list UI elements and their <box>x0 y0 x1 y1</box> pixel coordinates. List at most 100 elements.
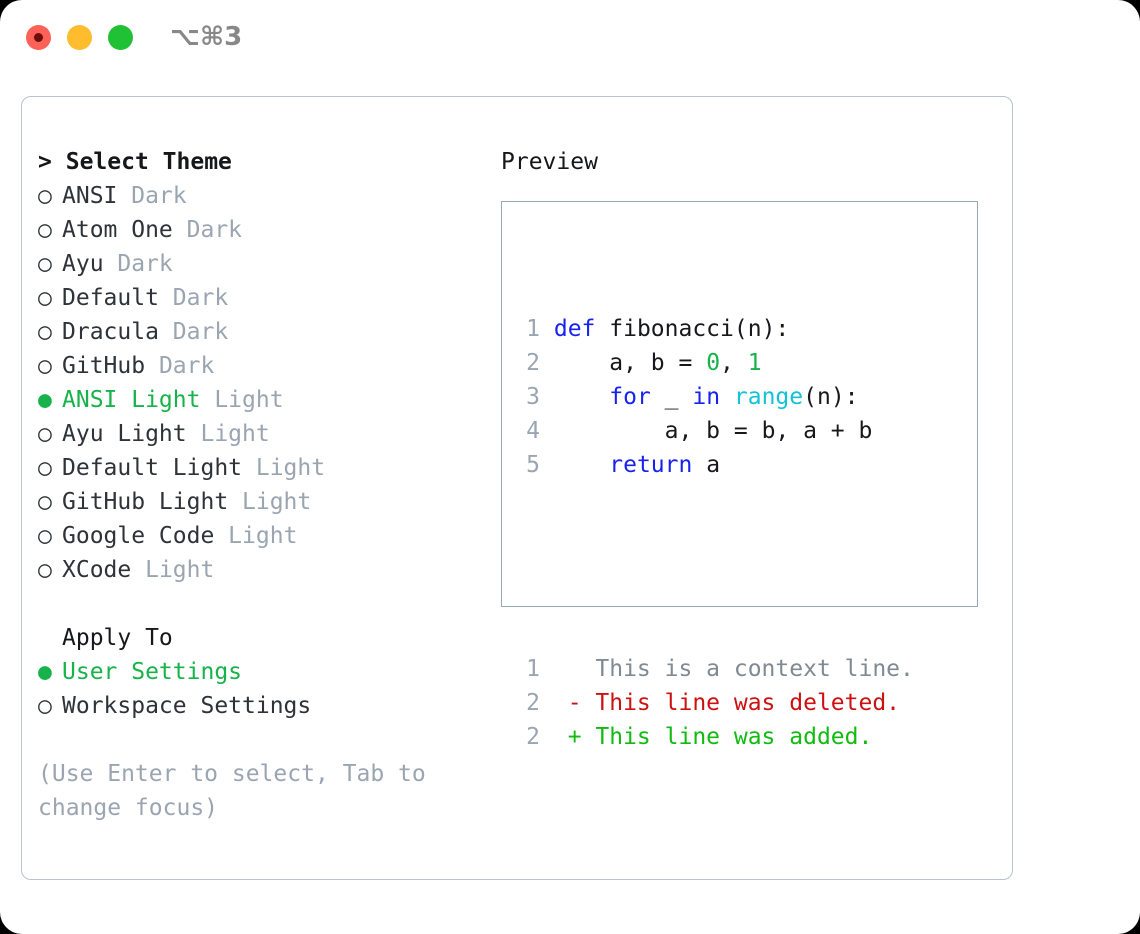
line-number: 2 <box>526 350 540 376</box>
theme-list-item[interactable]: ●ANSI Light Light <box>38 383 478 417</box>
hint-spacer <box>38 723 478 757</box>
radio-unselected-icon: ○ <box>38 489 52 515</box>
radio-unselected-icon: ○ <box>38 455 52 481</box>
line-number: 5 <box>526 452 540 478</box>
line-number: 2 <box>526 724 540 750</box>
keyboard-hint: (Use Enter to select, Tab to change focu… <box>38 761 440 821</box>
theme-list-title: Select Theme <box>65 149 232 175</box>
code-line: 2 a, b = 0, 1 <box>514 346 914 380</box>
code-token: (n): <box>803 384 859 410</box>
theme-kind-badge: Light <box>242 455 326 481</box>
theme-list-item[interactable]: ○ XCode Light <box>38 553 478 587</box>
theme-list-item[interactable]: ○ Default Light Light <box>38 451 478 485</box>
traffic-lights <box>26 25 133 50</box>
theme-name: Default <box>62 285 159 311</box>
diff-text: This line was deleted. <box>595 690 901 716</box>
apply-to-list: ● User Settings ○ Workspace Settings <box>38 655 478 723</box>
code-diff-separator <box>514 550 914 584</box>
apply-to-option[interactable]: ● User Settings <box>38 655 478 689</box>
theme-name: Ayu <box>62 251 104 277</box>
code-line: 5 return a <box>514 448 914 482</box>
theme-name: Dracula <box>62 319 159 345</box>
diff-lines: 1 This is a context line.2 - This line w… <box>514 652 914 754</box>
close-button[interactable] <box>26 25 51 50</box>
maximize-button[interactable] <box>108 25 133 50</box>
diff-marker: + <box>540 724 596 750</box>
theme-list-item[interactable]: ○Ayu Dark <box>38 247 478 281</box>
theme-list-item[interactable]: ○Default Dark <box>38 281 478 315</box>
diff-line: 1 This is a context line. <box>514 652 914 686</box>
theme-name: Atom One <box>62 217 173 243</box>
radio-selected-icon: ● <box>38 659 52 685</box>
line-number: 2 <box>526 690 540 716</box>
code-token: 0 <box>706 350 721 376</box>
diff-text: This is a context line. <box>595 656 914 682</box>
radio-unselected-icon: ○ <box>38 183 52 209</box>
code-token: a, b = b, a + b <box>553 418 873 444</box>
theme-list-item[interactable]: ○ANSI Dark <box>38 179 478 213</box>
radio-unselected-icon: ○ <box>38 353 52 379</box>
theme-kind-badge: Light <box>228 489 312 515</box>
theme-kind-badge: Dark <box>103 251 173 277</box>
apply-to-option[interactable]: ○ Workspace Settings <box>38 689 478 723</box>
radio-unselected-icon: ○ <box>38 693 52 719</box>
theme-kind-badge: Dark <box>158 319 229 345</box>
diff-text: This line was added. <box>595 724 873 750</box>
main-panel: > Select Theme ○ANSI Dark○Atom One Dark○… <box>21 96 1013 880</box>
theme-name: Ayu Light <box>62 421 187 447</box>
radio-selected-icon: ● <box>38 387 52 413</box>
theme-kind-badge: Light <box>214 523 298 549</box>
minimize-button[interactable] <box>67 25 92 50</box>
code-token: def <box>553 316 610 342</box>
list-spacer <box>38 587 478 621</box>
theme-list-item[interactable]: ○Google Code Light <box>38 519 478 553</box>
theme-list-item[interactable]: ○ Atom One Dark <box>38 213 478 247</box>
code-token: , <box>720 350 748 376</box>
line-number: 3 <box>526 384 540 410</box>
code-token: a <box>706 452 721 478</box>
theme-kind-badge: Dark <box>145 353 215 379</box>
line-number: 1 <box>526 656 540 682</box>
theme-name: GitHub <box>62 353 146 379</box>
diff-line: 2 - This line was deleted. <box>514 686 914 720</box>
theme-name: Google Code <box>62 523 215 549</box>
theme-kind-badge: Light <box>186 421 270 447</box>
theme-list: ○ANSI Dark○Atom One Dark○Ayu Dark○Defaul… <box>38 179 478 587</box>
line-number: 4 <box>526 418 540 444</box>
theme-kind-badge: Light <box>131 557 215 583</box>
theme-kind-badge: Dark <box>172 217 243 243</box>
code-token: _ <box>664 384 693 410</box>
line-number: 1 <box>526 316 540 342</box>
radio-unselected-icon: ○ <box>38 217 52 243</box>
theme-list-item[interactable]: ○ Dracula Dark <box>38 315 478 349</box>
caret-icon: > <box>38 149 52 175</box>
preview-title: Preview <box>501 149 598 175</box>
keyboard-shortcut-label: ⌥⌘3 <box>170 22 243 52</box>
theme-list-item[interactable]: ○ GitHub Dark <box>38 349 478 383</box>
theme-name: XCode <box>62 557 132 583</box>
title-bar: ⌥⌘3 <box>0 0 1140 78</box>
diff-line: 2 + This line was added. <box>514 720 914 754</box>
preview-column: Preview 1 def fibonacci(n):2 a, b = 0, 1… <box>501 145 981 750</box>
code-token: in <box>692 384 734 410</box>
apply-to-label: Workspace Settings <box>62 693 312 719</box>
code-line: 4 a, b = b, a + b <box>514 414 914 448</box>
apply-to-header: Apply To <box>62 625 173 651</box>
apply-to-label: User Settings <box>62 659 243 685</box>
diff-marker <box>540 656 595 682</box>
theme-name: ANSI Light <box>62 387 201 413</box>
code-token: a, b = <box>553 350 707 376</box>
theme-name: GitHub Light <box>62 489 229 515</box>
radio-unselected-icon: ○ <box>38 421 52 447</box>
code-line: 3 for _ in range(n): <box>514 380 914 414</box>
theme-list-item[interactable]: ○ Ayu Light Light <box>38 417 478 451</box>
radio-unselected-icon: ○ <box>38 319 52 345</box>
theme-kind-badge: Dark <box>158 285 229 311</box>
theme-name: Default Light <box>62 455 243 481</box>
radio-unselected-icon: ○ <box>38 557 52 583</box>
theme-list-item[interactable]: ○ GitHub Light Light <box>38 485 478 519</box>
theme-list-header: > Select Theme <box>38 145 478 179</box>
code-token: range <box>733 384 804 410</box>
